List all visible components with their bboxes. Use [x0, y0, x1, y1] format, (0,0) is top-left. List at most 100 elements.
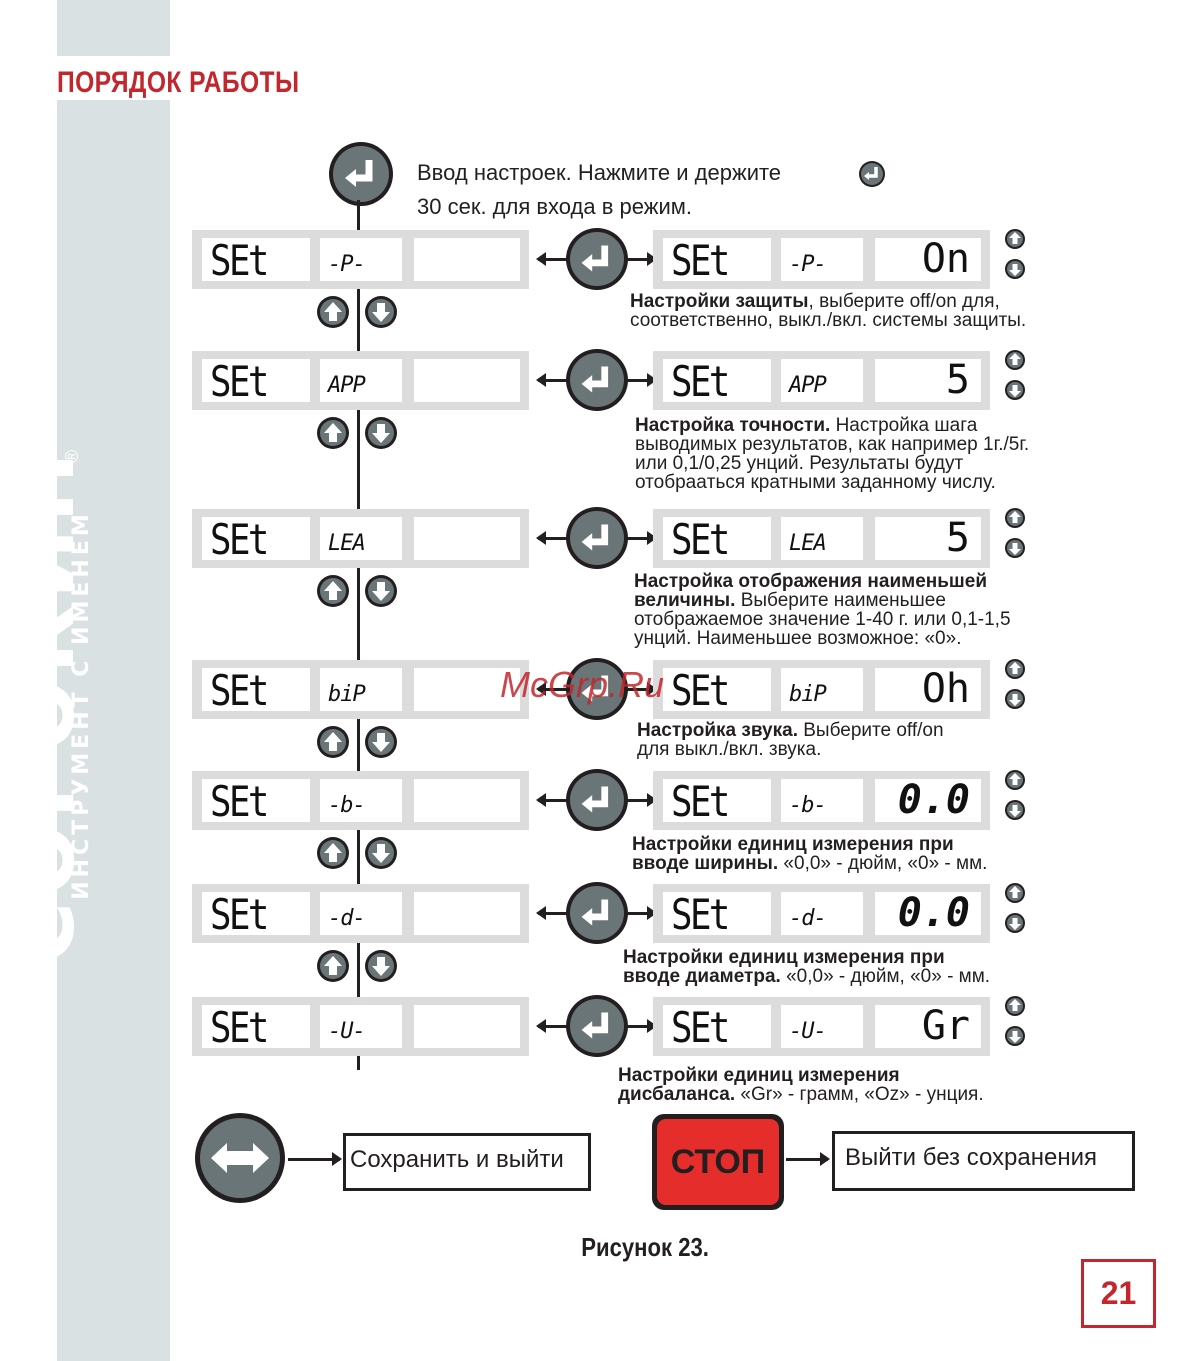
arrow-right: [627, 793, 657, 807]
description-text: выводимых результатов, как например 1г./…: [635, 434, 1030, 455]
arrow-right: [627, 906, 657, 920]
enter-key-face: [570, 662, 624, 716]
display-segment-2: [781, 1005, 863, 1048]
display-segment-1: [663, 892, 771, 935]
display-segment-1: [202, 238, 310, 281]
display-segment-1: [202, 1005, 310, 1048]
display-segment-1: [202, 892, 310, 935]
display-segment-2: [781, 892, 863, 935]
display-segment-2: [781, 238, 863, 281]
description-title: Настройка звука.: [637, 720, 798, 741]
enter-key-face: [570, 353, 624, 407]
down-arrow-icon: [1004, 1025, 1026, 1052]
up-arrow-icon: [1004, 507, 1026, 534]
arrow-to-exit: [786, 1152, 830, 1166]
display-segment-3: [414, 517, 520, 560]
description-title: Настройка отображения наименьшей: [634, 571, 988, 592]
enter-key-icon: [566, 995, 628, 1057]
intro-text: Ввод настроек. Нажмите и держите 30 сек.…: [417, 156, 781, 224]
description-text: соответственно, выкл./вкл. системы защит…: [630, 310, 1027, 331]
display-segment-2: [320, 779, 402, 822]
arrow-left: [536, 906, 568, 920]
arrow-right: [627, 373, 657, 387]
settings-display-left: SEt-P-: [192, 230, 529, 289]
display-mode-text: SEt: [671, 666, 730, 715]
down-arrow-icon: [364, 836, 398, 875]
down-arrow-icon: [364, 949, 398, 988]
enter-key-icon: [566, 507, 628, 569]
description-text: отображаемое значение 1-40 г. или 0,1-1,…: [634, 609, 1011, 630]
down-arrow-icon: [364, 416, 398, 455]
exit-without-saving-box: Выйти без сохранения: [832, 1131, 1135, 1191]
enter-key-icon: [566, 882, 628, 944]
display-segment-2: [320, 359, 402, 402]
intro-line-1: Ввод настроек. Нажмите и держите: [417, 160, 782, 185]
settings-display-left: SEt -U-: [192, 997, 529, 1056]
display-value-text: 0.0: [897, 777, 970, 823]
display-segment-3: [414, 779, 520, 822]
display-param-text: -U-: [328, 1019, 366, 1044]
sidebar-gap: [57, 56, 170, 100]
settings-display-right: SEt-b-0.0: [653, 771, 990, 830]
display-segment-3: [875, 779, 981, 822]
up-arrow-icon: [1004, 769, 1026, 796]
page-title: ПОРЯДОК РАБОТЫ: [57, 66, 300, 99]
up-arrow-icon: [316, 295, 350, 334]
display-mode-text: SEt: [671, 890, 730, 939]
save-and-exit-label: Сохранить и выйти: [350, 1146, 564, 1173]
stop-label: СТОП: [657, 1119, 779, 1205]
down-arrow-icon: [1004, 912, 1026, 939]
display-mode-text: SEt: [210, 890, 269, 939]
left-right-key-icon: [195, 1113, 285, 1203]
enter-key-face: [570, 773, 624, 827]
display-mode-text: SEt: [671, 1003, 730, 1052]
display-param-text: biP: [328, 682, 366, 707]
down-arrow-icon: [1004, 688, 1026, 715]
settings-display-left: SEt-b-: [192, 771, 529, 830]
description-text: для выкл./вкл. звука.: [637, 739, 822, 760]
display-segment-1: [663, 517, 771, 560]
display-segment-2: [320, 892, 402, 935]
watermark: McGrp.Ru: [500, 664, 665, 705]
display-segment-3: [414, 359, 520, 402]
display-value-text: 5: [945, 357, 970, 403]
up-arrow-icon: [1004, 995, 1026, 1022]
enter-key-icon: [566, 658, 628, 720]
description-title: Настройки единиц измерения при: [623, 947, 945, 968]
display-mode-text: SEt: [210, 1003, 269, 1052]
display-param-text: biP: [789, 682, 827, 707]
display-segment-2: [320, 668, 402, 711]
description-text: или 0,1/0,25 унций. Результаты будут: [635, 453, 964, 474]
settings-display-right: SEt-U-Gr: [653, 997, 990, 1056]
description-text: Настройка шага: [830, 415, 978, 436]
stop-key: СТОП: [652, 1114, 784, 1210]
enter-key-face: [570, 999, 624, 1053]
display-segment-3: [875, 668, 981, 711]
description-text: Выберите off/on: [797, 720, 944, 741]
display-value-text: Gr: [921, 1003, 970, 1049]
display-param-text: APP: [328, 373, 366, 398]
display-segment-1: [663, 1005, 771, 1048]
display-param-text: -P-: [328, 252, 366, 277]
figure-caption-text: Рисунок 23.: [581, 1232, 710, 1262]
display-value-text: 0.0: [897, 890, 970, 936]
enter-key-icon: [566, 769, 628, 831]
arrow-left: [536, 793, 568, 807]
setting-description: Настройки защиты, выберите off/on для,со…: [630, 292, 1026, 330]
exit-without-saving-label: Выйти без сохранения: [845, 1144, 1097, 1171]
display-segment-3: [875, 517, 981, 560]
display-mode-text: SEt: [210, 515, 269, 564]
settings-display-right: SEt-P-On: [653, 230, 990, 289]
display-segment-1: [202, 517, 310, 560]
description-text: «0,0» - дюйм, «0» - мм.: [780, 966, 991, 987]
arrow-right: [627, 252, 657, 266]
display-mode-text: SEt: [210, 777, 269, 826]
display-segment-1: [202, 668, 310, 711]
display-segment-3: [875, 359, 981, 402]
down-arrow-icon: [364, 725, 398, 764]
description-title: Настройки единиц измерения при: [632, 834, 954, 855]
description-title: Настройка точности.: [635, 415, 831, 436]
